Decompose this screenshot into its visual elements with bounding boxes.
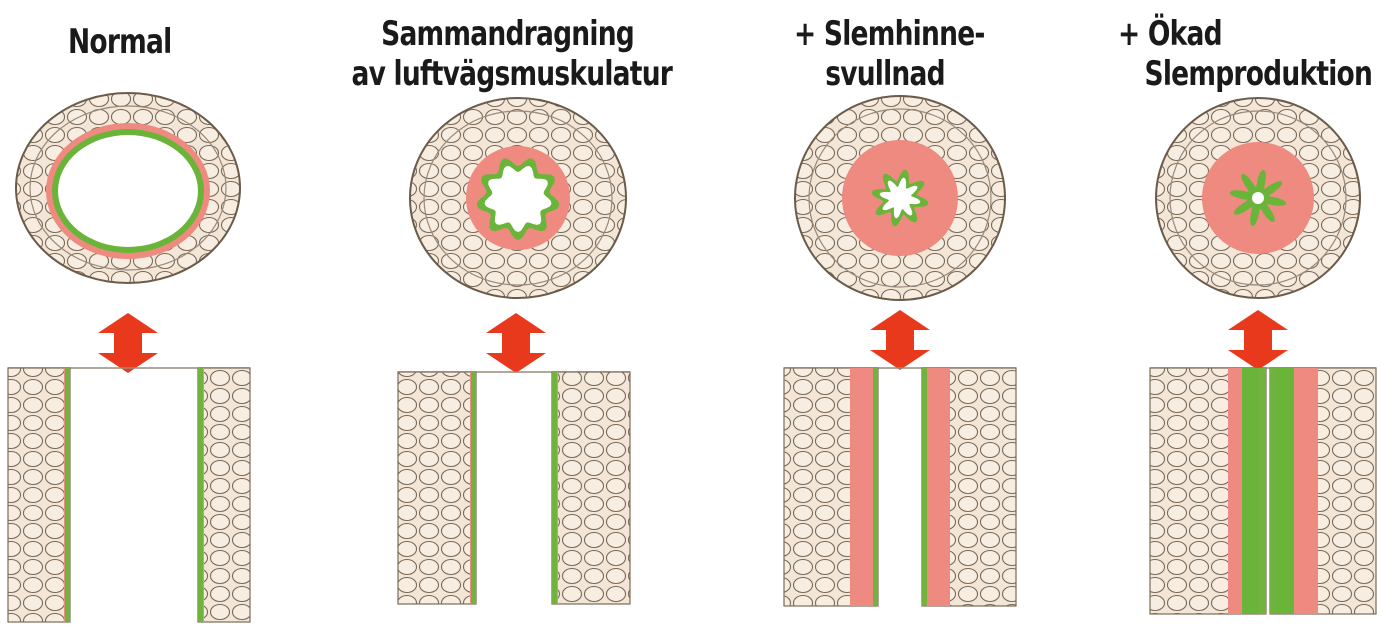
longitudinal-section-mucus <box>1150 368 1376 614</box>
left-epithelium <box>873 368 878 606</box>
cross-section-mucus <box>1156 98 1360 298</box>
right-epithelium <box>552 372 557 604</box>
lumen <box>58 135 198 247</box>
cross-section-swelling <box>795 96 1005 300</box>
left-epithelium <box>65 368 70 622</box>
right-epithelium <box>922 368 927 606</box>
longitudinal-section-constriction <box>398 372 630 604</box>
left-epithelium <box>471 372 476 604</box>
cross-section-normal <box>16 93 240 283</box>
longitudinal-section-swelling <box>784 368 1016 606</box>
mucus-layer-right <box>1276 368 1294 614</box>
double-arrow-icon <box>870 310 930 370</box>
right-wall <box>552 372 630 604</box>
double-arrow-icon <box>486 313 546 373</box>
longitudinal-section-normal <box>8 368 250 622</box>
right-epithelium <box>198 368 203 622</box>
cross-section-constriction <box>410 98 626 298</box>
double-arrow-icon <box>98 313 158 373</box>
right-mucosa-thick <box>1294 368 1318 614</box>
double-arrow-icon <box>1228 310 1288 370</box>
right-wall <box>198 368 250 622</box>
lumen <box>1252 192 1264 204</box>
left-wall <box>8 368 70 622</box>
mucus-layer-left <box>1242 368 1258 614</box>
left-wall <box>398 372 476 604</box>
